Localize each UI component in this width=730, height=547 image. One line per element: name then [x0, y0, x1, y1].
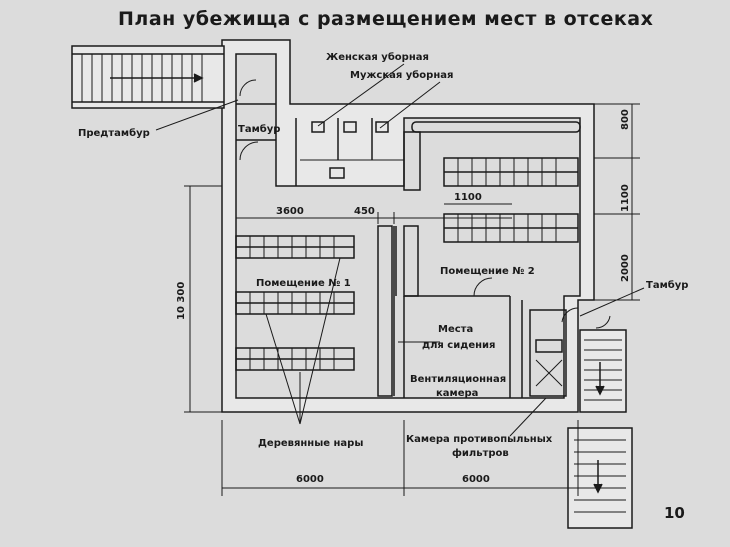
- dim-3600: 3600: [276, 206, 304, 217]
- bunks-label: Деревянные нары: [258, 438, 363, 449]
- leader-lines: [155, 63, 645, 437]
- filters-label-line1: Камера противопыльных: [406, 434, 553, 445]
- dim-450: 450: [354, 206, 375, 217]
- filters-label-line2: фильтров: [452, 447, 509, 459]
- dim-1100-h: 1100: [454, 192, 482, 203]
- page-number: 10: [664, 504, 685, 522]
- vestibule-left-label: Тамбур: [238, 123, 280, 135]
- dim-10300: 10 300: [176, 282, 187, 320]
- vent-label-line2: камера: [436, 388, 478, 399]
- female-wc-label: Женская уборная: [326, 51, 429, 63]
- dim-1100-v: 1100: [620, 184, 631, 212]
- filter-chamber: [529, 307, 611, 397]
- room1-bunks: [235, 225, 419, 397]
- entrance-stair-top: [71, 45, 225, 109]
- room1-label: Помещение № 1: [256, 278, 351, 289]
- vestibule-right-label: Тамбур: [646, 279, 688, 291]
- dim-6000-left: 6000: [296, 474, 324, 485]
- room2-label: Помещение № 2: [440, 266, 535, 277]
- vestibule-left: [236, 79, 276, 161]
- male-wc-label: Мужская уборная: [350, 69, 453, 81]
- seats-label-line1: Места: [438, 324, 473, 335]
- room2-bunks: [403, 121, 581, 243]
- dim-6000-right: 6000: [462, 474, 490, 485]
- toilet-block: [295, 118, 404, 186]
- page-title: План убежища с размещением мест в отсека…: [118, 8, 654, 30]
- vent-chamber: [403, 277, 523, 398]
- exit-stair-right: [567, 329, 633, 529]
- seats-label-line2: для сидения: [422, 340, 495, 351]
- dimension-lines: [184, 103, 640, 496]
- dim-2000: 2000: [620, 254, 631, 282]
- vent-label-line1: Вентиляционная: [410, 374, 506, 385]
- dim-800: 800: [620, 109, 631, 130]
- pre-vestibule-label: Предтамбур: [78, 127, 150, 139]
